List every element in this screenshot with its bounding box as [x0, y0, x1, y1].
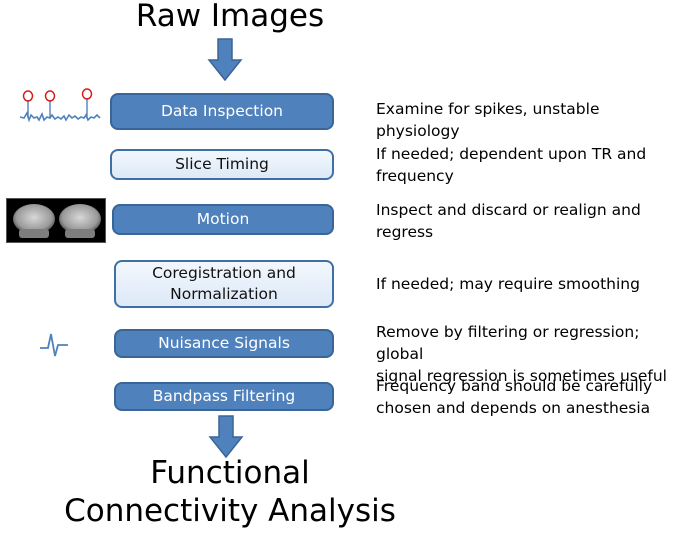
desc-motion: Inspect and discard or realign and regre…: [376, 201, 641, 241]
desc-nuisance-signals: Remove by filtering or regression; globa…: [376, 323, 667, 385]
step-bandpass-filtering: Bandpass Filtering: [114, 382, 334, 411]
step-coregistration-normalization: Coregistration and Normalization: [114, 260, 334, 308]
down-arrow-icon: [207, 38, 243, 82]
step-nuisance-signals: Nuisance Signals: [114, 329, 334, 358]
down-arrow-icon: [208, 415, 244, 459]
desc-coregistration-normalization: If needed; may require smoothing: [376, 275, 640, 293]
step-data-inspection: Data Inspection: [110, 93, 334, 130]
step-slice-timing: Slice Timing: [110, 149, 334, 180]
brain-scan-icon: [6, 198, 106, 243]
desc-bandpass-filtering: Frequency band should be carefully chose…: [376, 377, 653, 417]
desc-data-inspection: Examine for spikes, unstable physiology: [376, 100, 600, 140]
title-functional-connectivity-analysis: Functional Connectivity Analysis: [64, 455, 396, 529]
nuisance-signal-icon: [40, 333, 68, 357]
step-motion: Motion: [112, 204, 334, 235]
desc-slice-timing: If needed; dependent upon TR and frequen…: [376, 145, 647, 185]
spike-trace-icon: [19, 88, 101, 123]
title-raw-images: Raw Images: [135, 0, 325, 34]
